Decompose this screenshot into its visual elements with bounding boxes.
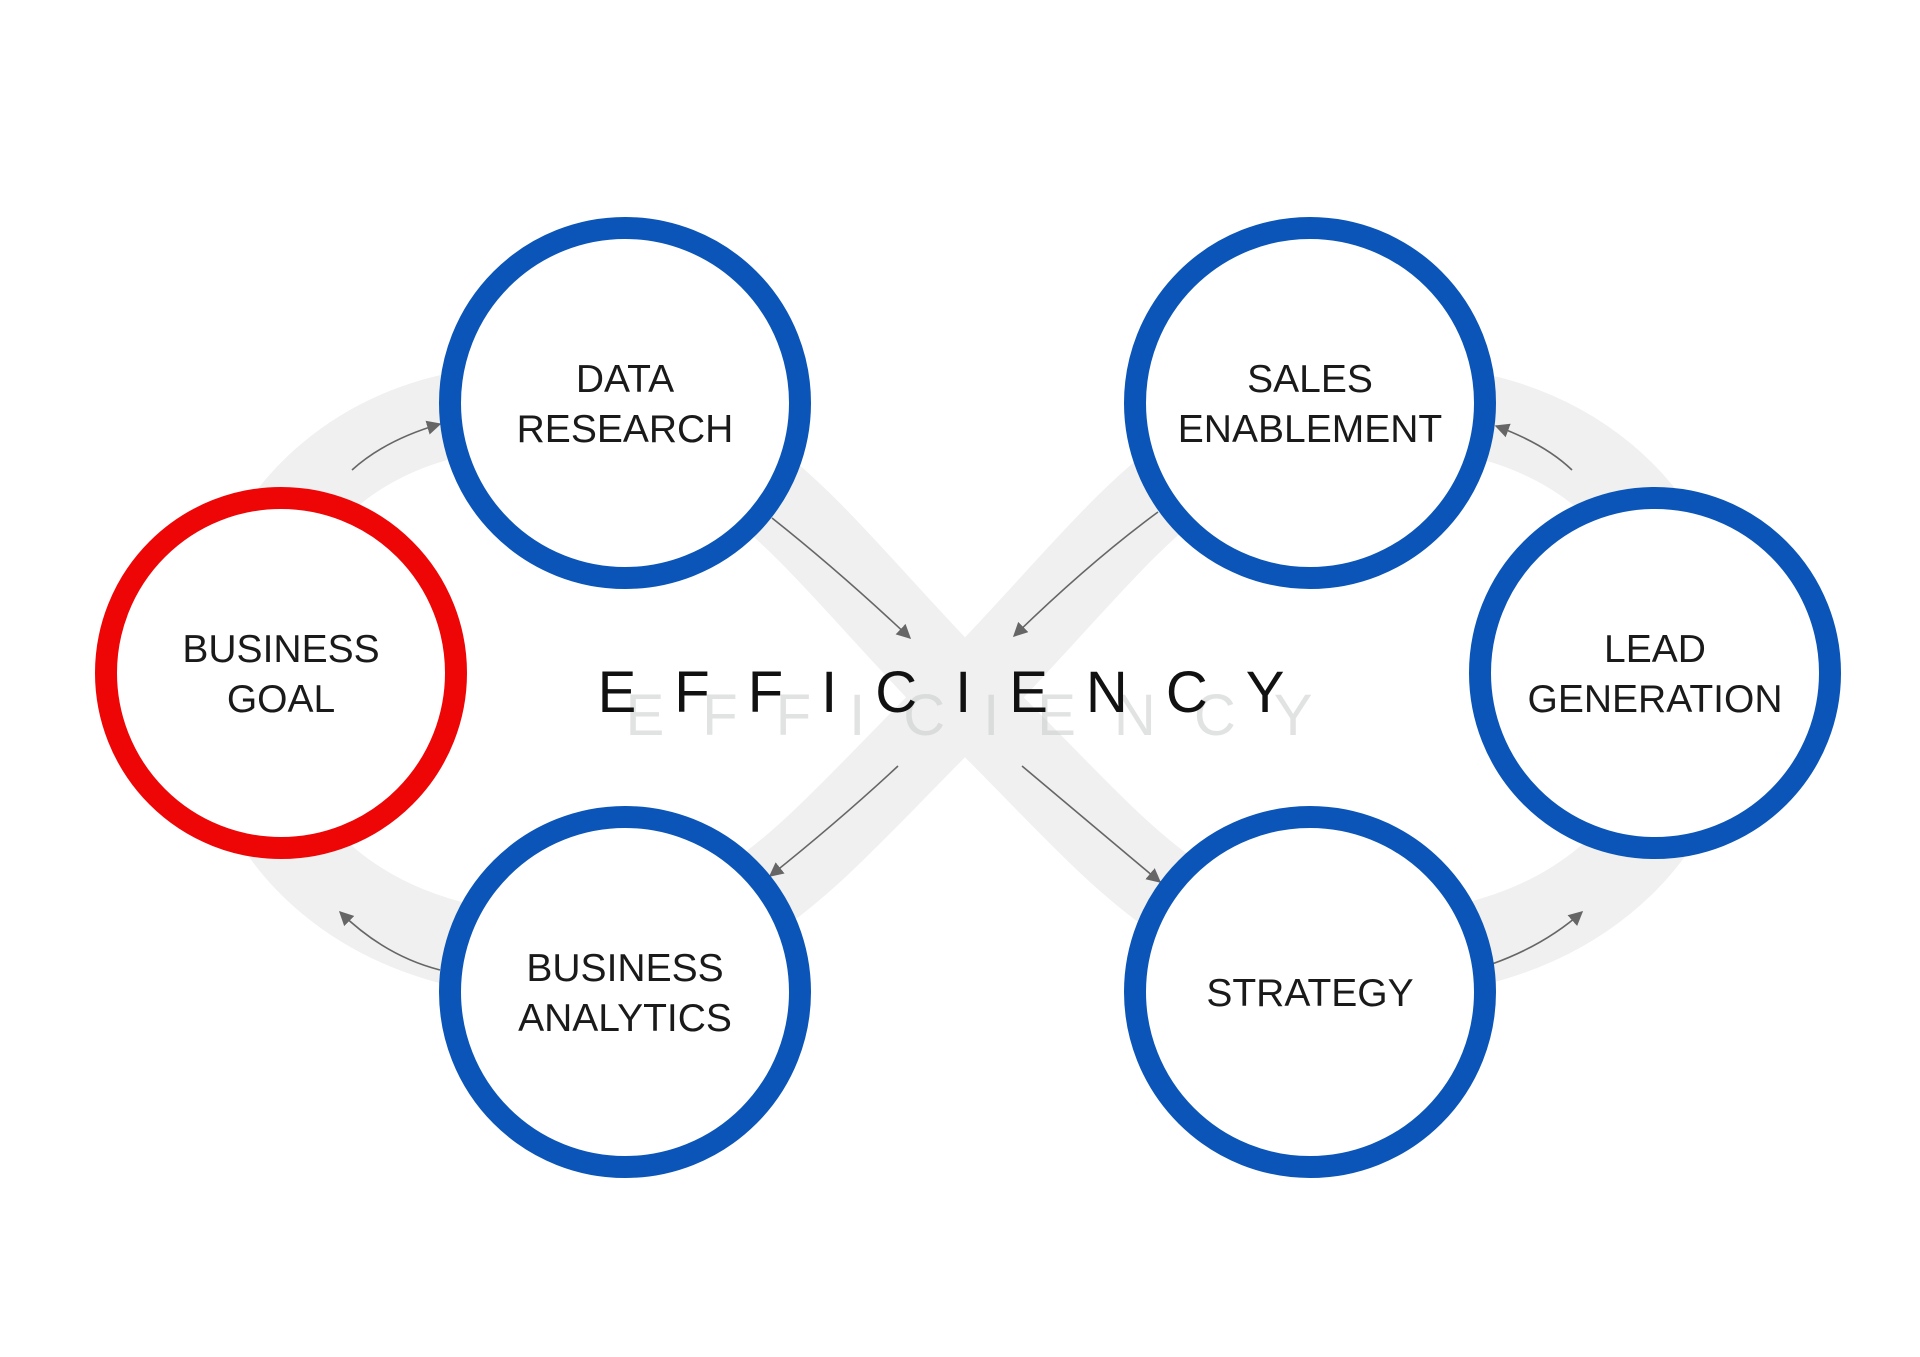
arrow-strategy-to-lead-generation — [1491, 911, 1584, 965]
flow-arrows — [338, 420, 1584, 971]
node-label-data-research-line-1: DATA — [576, 358, 674, 401]
arrow-sales-enablement-to-center — [1012, 511, 1159, 638]
node-ring-business-goal — [95, 487, 467, 859]
node-business-analytics: BUSINESS ANALYTICS — [439, 806, 811, 1178]
node-lead-generation: LEAD GENERATION — [1469, 487, 1841, 859]
infinity-band-path — [193, 365, 1742, 998]
node-label-lead-generation-line-1: LEAD — [1604, 628, 1706, 671]
arrow-business-goal-to-data-research — [351, 420, 442, 471]
center-word: EFFICIENCY — [598, 660, 1323, 725]
node-label-sales-enablement-line-1: SALES — [1247, 358, 1373, 401]
node-ring-business-analytics — [439, 806, 811, 1178]
infinity-band — [193, 365, 1742, 998]
node-ring-strategy — [1124, 806, 1496, 1178]
arrow-center-to-strategy — [1021, 765, 1162, 883]
center-word-group: EFFICIENCY EFFICIENCY — [598, 660, 1351, 748]
node-ring-lead-generation — [1469, 487, 1841, 859]
node-label-business-goal-line-2: GOAL — [227, 678, 335, 721]
center-word-shadow: EFFICIENCY — [626, 683, 1351, 748]
node-label-strategy-line-1: STRATEGY — [1206, 972, 1413, 1015]
arrow-data-research-to-center — [771, 517, 912, 639]
node-data-research: DATA RESEARCH — [439, 217, 811, 589]
node-label-lead-generation-line-2: GENERATION — [1528, 678, 1783, 721]
node-ring-sales-enablement — [1124, 217, 1496, 589]
node-label-data-research-line-2: RESEARCH — [517, 408, 734, 451]
node-label-business-analytics-line-1: BUSINESS — [526, 947, 723, 990]
cycle-nodes: BUSINESS GOAL DATA RESEARCH BUSINESS ANALYTIC… — [95, 217, 1841, 1178]
node-sales-enablement: SALES ENABLEMENT — [1124, 217, 1496, 589]
arrow-lead-generation-to-sales-enablement — [1494, 423, 1573, 471]
arrow-business-analytics-to-business-goal — [338, 910, 441, 971]
arrow-center-to-business-analytics — [768, 765, 899, 877]
node-business-goal: BUSINESS GOAL — [95, 487, 467, 859]
node-label-sales-enablement-line-2: ENABLEMENT — [1178, 408, 1442, 451]
node-strategy: STRATEGY — [1124, 806, 1496, 1178]
node-label-business-goal-line-1: BUSINESS — [182, 628, 379, 671]
node-label-business-analytics-line-2: ANALYTICS — [518, 997, 732, 1040]
node-ring-data-research — [439, 217, 811, 589]
